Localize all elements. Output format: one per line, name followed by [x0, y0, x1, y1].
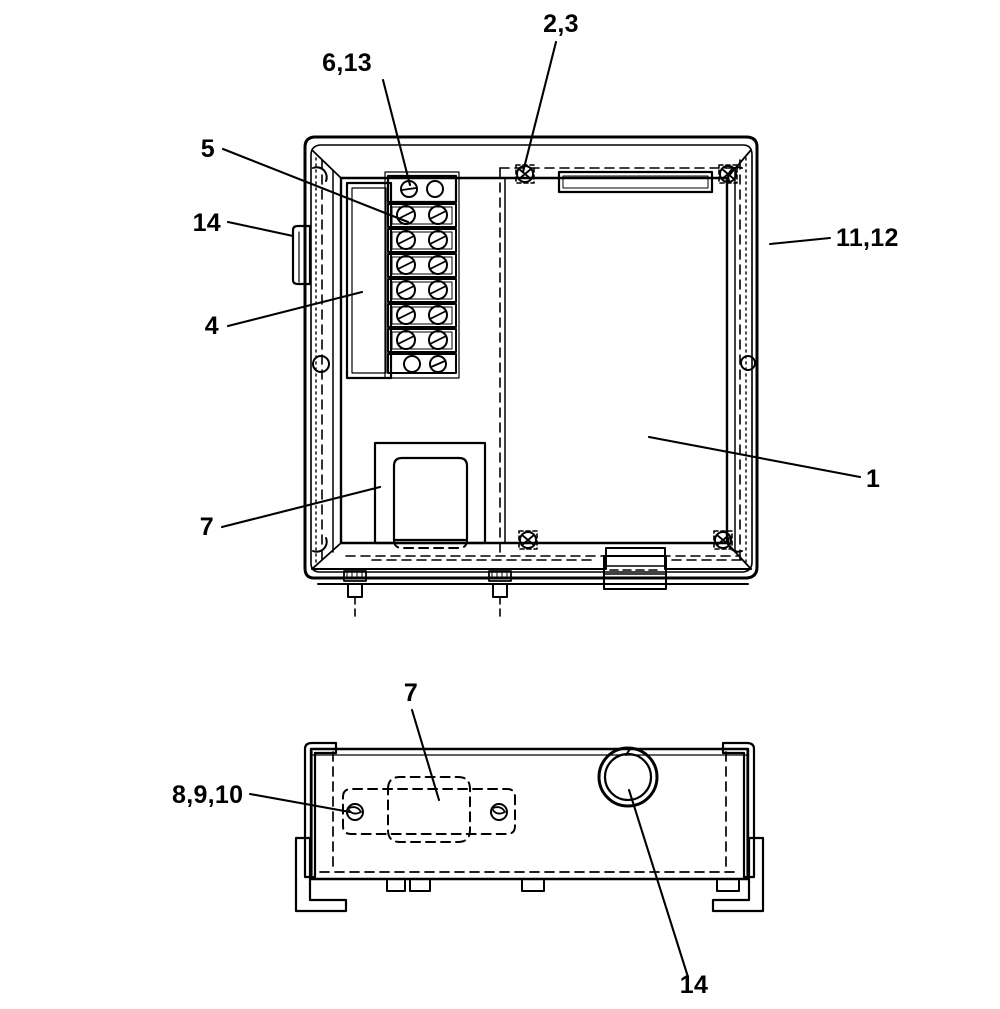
- vent-slot: [557, 170, 714, 194]
- terminal-row: [387, 278, 457, 303]
- mount-foot: [343, 570, 367, 618]
- terminal-row: [387, 328, 457, 353]
- terminal-row: [387, 303, 457, 328]
- hidden-edges-front: [321, 159, 741, 561]
- terminal-row: [387, 228, 457, 253]
- leader-5: [221, 147, 410, 224]
- leader-8-9-10: [248, 792, 352, 814]
- terminal-row: [387, 353, 457, 374]
- terminal-block: [384, 171, 460, 379]
- terminal-row: [387, 253, 457, 278]
- callout-label: 7: [200, 513, 214, 541]
- hidden-edges-front-fine: [315, 157, 747, 567]
- cover-panel: [345, 181, 393, 380]
- leader-14-bottom: [627, 788, 690, 979]
- left-end-bracket: [294, 741, 348, 913]
- bottom-view-group: [294, 741, 765, 913]
- callout-label: 1: [866, 465, 880, 493]
- front-view-group: [291, 135, 759, 618]
- bottom-tab: [386, 878, 740, 892]
- callout-label: 14: [680, 971, 708, 999]
- callout-label: 8,9,10: [172, 781, 243, 809]
- terminal-row: [387, 203, 457, 228]
- leader-7-bottom: [410, 708, 441, 802]
- callout-label: 14: [193, 209, 221, 237]
- base-rail: [311, 547, 752, 590]
- callout-leaders: [220, 40, 862, 979]
- knockout-hole-icon: [597, 746, 659, 808]
- leader-7-front: [220, 485, 382, 529]
- leader-1: [647, 435, 862, 479]
- leader-4: [226, 290, 364, 328]
- leader-2-3: [521, 40, 558, 174]
- cabinet-outer-shell: [303, 135, 759, 580]
- side-bracket: [291, 224, 312, 286]
- callout-label: 11,12: [836, 224, 899, 252]
- face-seams: [332, 169, 736, 553]
- mount-foot: [488, 570, 512, 618]
- lower-recess: [373, 441, 487, 549]
- callout-label: 5: [201, 135, 215, 163]
- callout-labels: 6,13 2,3 5 14 4 11,12 1 7 7 8,9,10 14: [172, 10, 899, 999]
- hidden-mounting-plate: [342, 776, 516, 843]
- callout-label: 6,13: [322, 49, 372, 77]
- callout-label: 7: [404, 679, 418, 707]
- hidden-edges-bottom: [319, 751, 741, 873]
- right-end-bracket: [711, 741, 765, 913]
- callout-label: 4: [205, 312, 219, 340]
- screw-icon: [346, 803, 508, 821]
- callout-label: 2,3: [543, 10, 579, 38]
- leader-11-12: [768, 236, 832, 246]
- leader-6-13: [381, 78, 412, 187]
- leader-14-front: [226, 220, 295, 238]
